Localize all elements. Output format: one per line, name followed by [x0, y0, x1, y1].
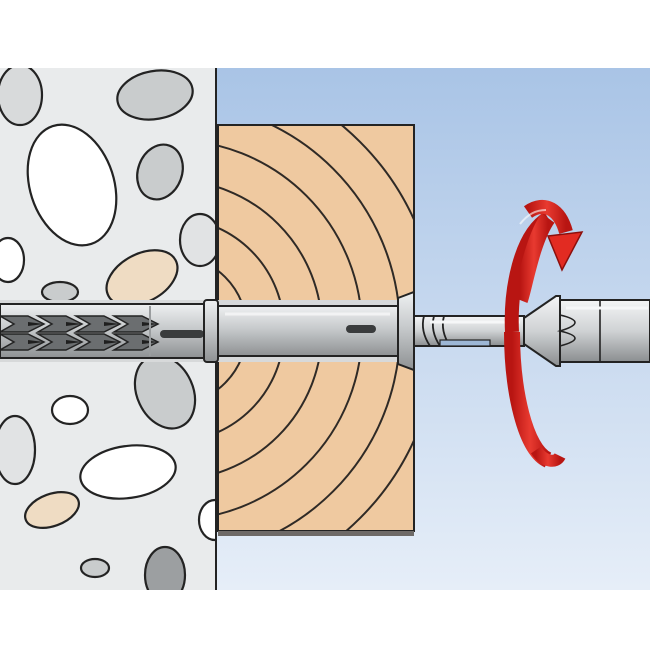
pebble	[24, 491, 80, 529]
plug-tooth	[0, 315, 46, 333]
pebble	[50, 394, 90, 426]
pebble	[0, 414, 37, 486]
plug-slot	[160, 330, 204, 338]
pebble	[116, 69, 194, 121]
pebble	[178, 212, 217, 268]
plug-tooth	[35, 333, 84, 351]
pebble	[0, 68, 44, 127]
screw-head	[523, 295, 561, 367]
pebble	[105, 249, 179, 307]
pebble	[143, 545, 187, 590]
pebble	[26, 123, 118, 247]
sleeve-slot	[346, 325, 376, 333]
screw-thread	[431, 315, 441, 347]
screw-thread	[421, 315, 431, 347]
plug-tooth	[73, 333, 122, 351]
plug-flange	[397, 290, 415, 372]
plug-tooth	[0, 333, 46, 351]
plug-tooth	[111, 333, 160, 351]
pebble	[0, 236, 26, 284]
plug-sleeve	[217, 290, 415, 372]
plug-collar	[203, 299, 219, 363]
plug-tooth	[73, 315, 122, 333]
plug-tooth	[111, 315, 160, 333]
screw-drive-bit	[559, 299, 650, 363]
pebble	[79, 557, 111, 579]
plug-tooth	[35, 315, 84, 333]
pebble	[79, 444, 177, 500]
pebble	[40, 280, 80, 304]
nylon-frame-plug	[0, 299, 219, 363]
pebble	[136, 143, 184, 201]
rotation-arrow	[504, 199, 584, 468]
arrowhead	[546, 231, 584, 272]
